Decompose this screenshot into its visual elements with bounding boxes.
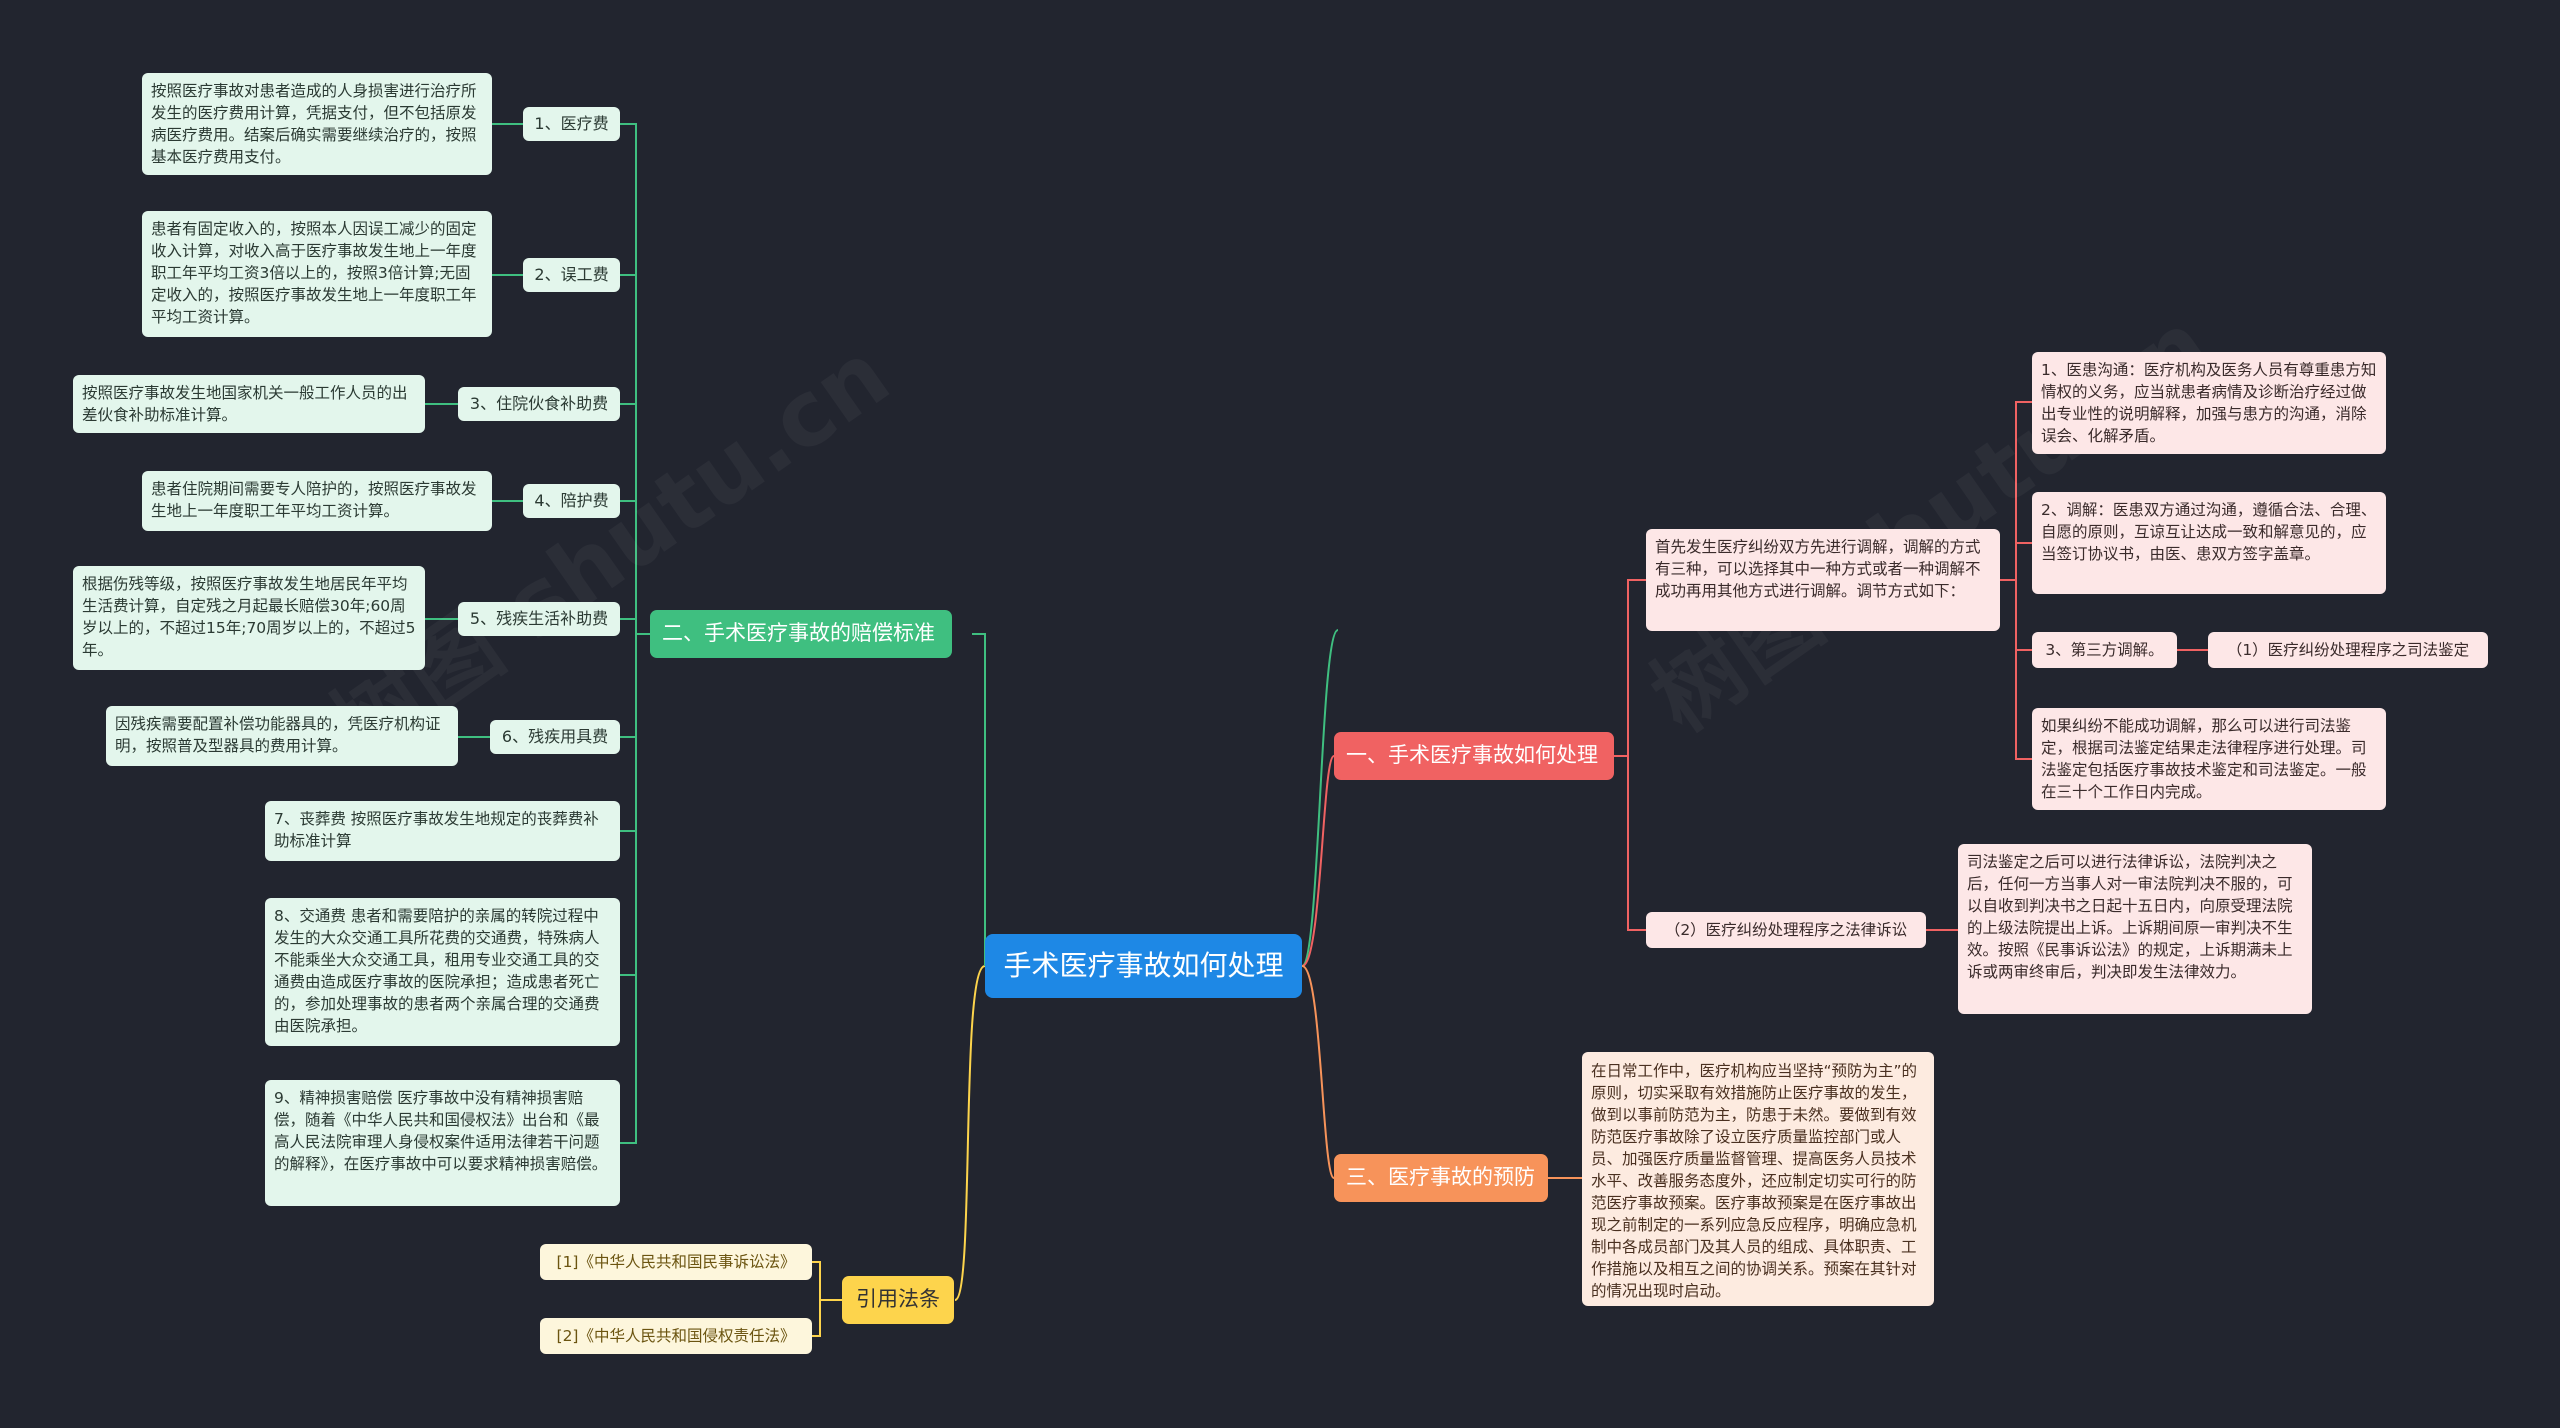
compensation-item-detail: 根据伤残等级，按照医疗事故发生地居民年平均生活费计算，自定残之月起最长赔偿30年… (73, 566, 425, 670)
mediation-step-mediation[interactable]: 2、调解：医患双方通过沟通，遵循合法、合理、自愿的原则，互谅互让达成一致和解意见… (2032, 492, 2386, 594)
mediation-step-communication[interactable]: 1、医患沟通：医疗机构及医务人员有尊重患方知情权的义务，应当就患者病情及诊断治疗… (2032, 352, 2386, 454)
compensation-item-label[interactable]: 6、残疾用具费 (490, 720, 620, 754)
compensation-item-mental-damage[interactable]: 9、精神损害赔偿 医疗事故中没有精神损害赔偿，随着《中华人民共和国侵权法》出台和… (265, 1080, 620, 1206)
prevention-detail: 在日常工作中，医疗机构应当坚持“预防为主”的原则，切实采取有效措施防止医疗事故的… (1582, 1052, 1934, 1306)
branch-compensation-standard[interactable]: 二、手术医疗事故的赔偿标准 (650, 610, 952, 658)
compensation-item-label[interactable]: 1、医疗费 (523, 107, 620, 141)
compensation-item-funeral[interactable]: 7、丧葬费 按照医疗事故发生地规定的丧葬费补助标准计算 (265, 801, 620, 861)
compensation-item-detail: 按照医疗事故发生地国家机关一般工作人员的出差伙食补助标准计算。 (73, 375, 425, 433)
citation-item[interactable]: [2]《中华人民共和国侵权责任法》 (540, 1318, 812, 1354)
compensation-item-detail: 按照医疗事故对患者造成的人身损害进行治疗所发生的医疗费用计算，凭据支付，但不包括… (142, 73, 492, 175)
compensation-item-detail: 患者有固定收入的，按照本人因误工减少的固定收入计算，对收入高于医疗事故发生地上一… (142, 211, 492, 337)
citation-item[interactable]: [1]《中华人民共和国民事诉讼法》 (540, 1244, 812, 1280)
compensation-item-label[interactable]: 5、残疾生活补助费 (458, 602, 620, 636)
compensation-item-label[interactable]: 2、误工费 (523, 258, 620, 292)
litigation-procedure[interactable]: （2）医疗纠纷处理程序之法律诉讼 (1646, 912, 1926, 948)
mediation-step-third-party[interactable]: 3、第三方调解。 (2032, 632, 2177, 668)
compensation-item-detail: 因残疾需要配置补偿功能器具的，凭医疗机构证明，按照普及型器具的费用计算。 (106, 706, 458, 766)
branch-prevention[interactable]: 三、医疗事故的预防 (1334, 1154, 1548, 1202)
branch-accident-handling[interactable]: 一、手术医疗事故如何处理 (1334, 732, 1614, 780)
judicial-appraisal-procedure[interactable]: （1）医疗纠纷处理程序之司法鉴定 (2208, 632, 2488, 668)
compensation-item-label[interactable]: 4、陪护费 (523, 484, 620, 518)
compensation-item-detail: 患者住院期间需要专人陪护的，按照医疗事故发生地上一年度职工年平均工资计算。 (142, 471, 492, 531)
root-node[interactable]: 手术医疗事故如何处理 (985, 934, 1302, 998)
litigation-detail: 司法鉴定之后可以进行法律诉讼，法院判决之后，任何一方当事人对一审法院判决不服的，… (1958, 844, 2312, 1014)
compensation-item-label[interactable]: 3、住院伙食补助费 (458, 387, 620, 421)
mediation-intro[interactable]: 首先发生医疗纠纷双方先进行调解，调解的方式有三种，可以选择其中一种方式或者一种调… (1646, 529, 2000, 631)
branch-citations[interactable]: 引用法条 (842, 1276, 954, 1324)
compensation-item-transport[interactable]: 8、交通费 患者和需要陪护的亲属的转院过程中发生的大众交通工具所花费的交通费，特… (265, 898, 620, 1046)
judicial-appraisal-note[interactable]: 如果纠纷不能成功调解，那么可以进行司法鉴定，根据司法鉴定结果走法律程序进行处理。… (2032, 708, 2386, 810)
